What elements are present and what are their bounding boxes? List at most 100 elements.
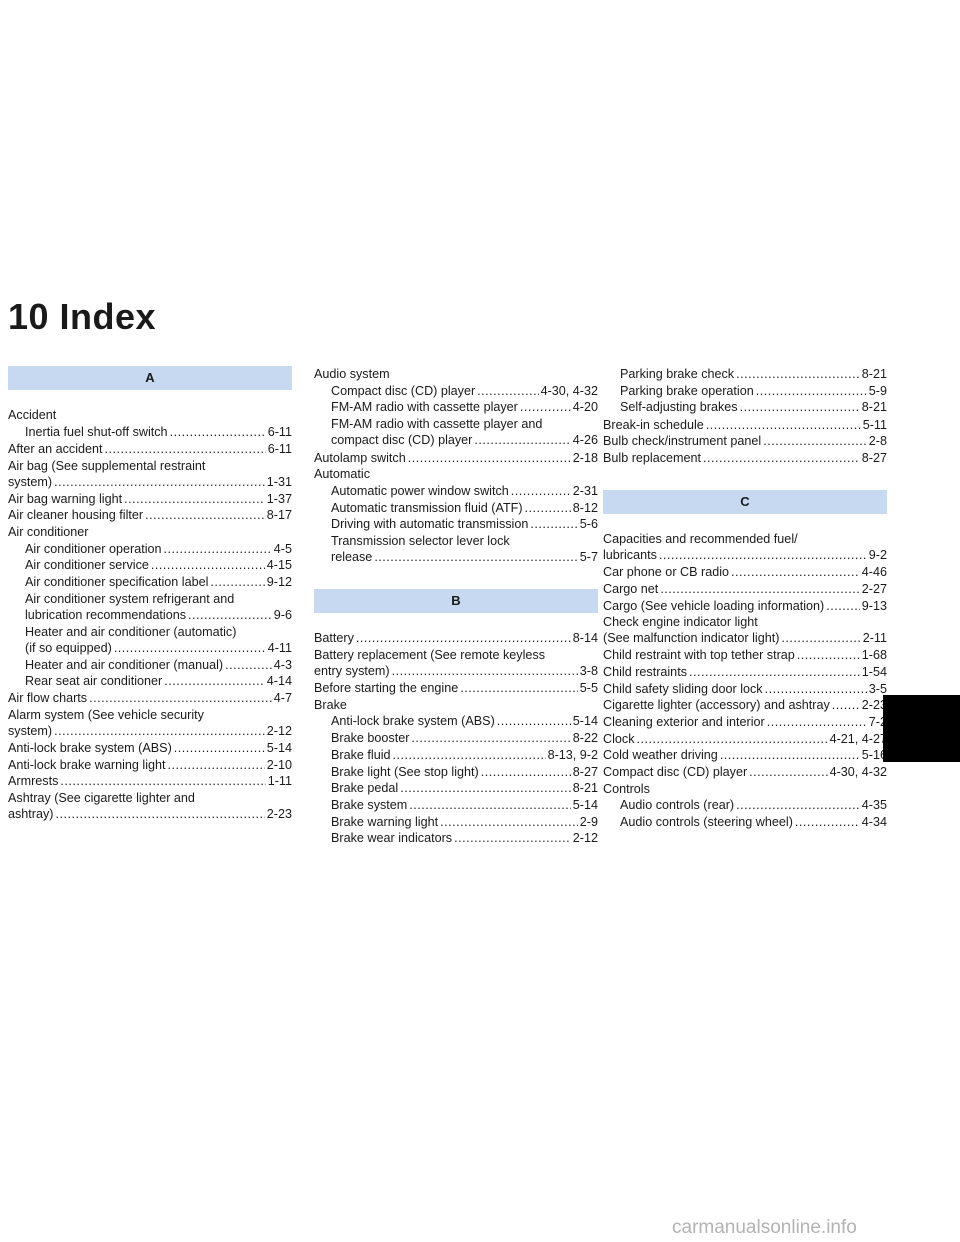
dot-leader [114,640,266,656]
dot-leader [703,450,860,466]
entry-line: Brake fluid 8-13, 9-2 [331,747,598,763]
entry-text: FM-AM radio with cassette player [331,400,518,415]
entry-text: Brake fluid [331,747,391,762]
page-reference: 4-7 [273,691,292,706]
page-reference: 8-21 [861,400,887,415]
entry-line: Anti-lock brake system (ABS)5-14 [331,713,598,729]
entry-line: Parking brake check8-21 [620,366,887,382]
dot-leader [164,673,265,689]
index-entry: Cargo (See vehicle loading information)9… [603,598,887,614]
entry-line: Child restraint with top tether strap1-6… [603,647,887,663]
page-reference: 2-12 [266,724,292,739]
dot-leader [124,491,265,507]
index-entry: Cold weather driving5-16 [603,747,887,763]
index-entry: Bulb replacement8-27 [603,450,887,466]
index-subentry: Automatic power window switch2-31 [314,483,598,499]
entry-line: (if so equipped) 4-11 [25,640,292,656]
dot-leader [706,417,861,433]
index-entry: Air cleaner housing filter 8-17 [8,507,292,523]
page-reference: 4-15 [266,558,292,573]
entry-line: After an accident6-11 [8,441,292,457]
dot-leader [89,690,272,706]
dot-leader [356,630,571,646]
entry-text: Brake warning light [331,814,439,829]
page-reference: 5-5 [579,681,598,696]
index-entry: Break-in schedule5-11 [603,417,887,433]
entry-line: Cargo net2-27 [603,581,887,597]
page-reference: 8-13, 9-2 [547,747,598,762]
dot-leader [440,814,578,830]
dot-leader [832,697,860,713]
entry-text: Battery [314,631,354,646]
entry-line: Air conditioner operation4-5 [25,541,292,557]
index-entry: Child restraints1-54 [603,664,887,680]
entry-text: Anti-lock brake system (ABS) [8,741,172,756]
page-reference: 1-31 [266,474,292,489]
index-subentry: Transmission selector lever lockrelease5… [314,533,598,565]
page-reference: 4-46 [861,565,887,580]
index-subentry: Self-adjusting brakes8-21 [603,399,887,415]
entry-text: Cigarette lighter (accessory) and ashtra… [603,698,830,713]
entry-text: Parking brake check [620,367,735,381]
dot-leader [525,500,571,516]
page-reference: 4-11 [267,640,292,655]
dot-leader [145,507,265,523]
dot-leader [795,814,860,830]
entry-text: Air cleaner housing filter [8,508,144,523]
entry-line: Cleaning exterior and interior7-2 [603,714,887,730]
entry-line: Air conditioner specification label9-12 [25,574,292,590]
entry-line: system)1-31 [8,474,292,490]
index-entry: After an accident6-11 [8,441,292,457]
index-subentry: Inertia fuel shut-off switch6-11 [8,424,292,440]
index-subentry: Brake fluid 8-13, 9-2 [314,747,598,763]
page-reference: 2-8 [868,434,887,449]
entry-line: Brake warning light2-9 [331,814,598,830]
index-subentry: Automatic transmission fluid (ATF) 8-12 [314,500,598,516]
section-letter-header: A [8,366,292,390]
dot-leader [477,383,538,399]
entry-line: Before starting the engine5-5 [314,680,598,696]
dot-leader [188,607,272,623]
index-entry: Cigarette lighter (accessory) and ashtra… [603,697,887,713]
entry-text: Parking brake operation [620,383,754,398]
entry-text: Driving with automatic transmission [331,517,529,532]
index-entry: Child restraint with top tether strap1-6… [603,647,887,663]
page-reference: 2-18 [572,450,598,465]
entry-line: Autolamp switch2-18 [314,450,598,466]
dot-leader [749,764,827,780]
index-subentry: Driving with automatic transmission5-6 [314,516,598,532]
page-reference: 4-20 [572,400,598,415]
entry-line: release5-7 [331,549,598,565]
page-reference: 4-14 [266,674,292,689]
entry-line: Brake system5-14 [331,797,598,813]
entry-text: Automatic transmission fluid (ATF) [331,500,523,515]
entry-text: (if so equipped) [25,640,112,655]
entry-text: After an accident [8,441,103,456]
entry-text: (See malfunction indicator light) [603,631,780,646]
page-reference: 8-12 [572,500,598,515]
page-reference: 8-27 [572,764,598,779]
index-entry: Air bag warning light1-37 [8,491,292,507]
entry-text: Bulb check/instrument panel [603,434,762,449]
dot-leader [56,806,265,822]
index-entry: Bulb check/instrument panel 2-8 [603,433,887,449]
entry-line: Air flow charts4-7 [8,690,292,706]
entry-line: Cargo (See vehicle loading information)9… [603,598,887,614]
index-subentry: Air conditioner specification label9-12 [8,574,292,590]
entry-text-line: Ashtray (See cigarette lighter and [8,791,195,806]
index-subentry: Brake wear indicators2-12 [314,830,598,846]
entry-line: compact disc (CD) player4-26 [331,432,598,448]
entry-text: Anti-lock brake warning light [8,757,166,772]
entry-line: Audio controls (steering wheel)4-34 [620,814,887,830]
dot-leader [767,714,867,730]
entry-line: Clock4-21, 4-27 [603,731,887,747]
entry-text: Cleaning exterior and interior [603,714,765,729]
page-reference: 9-6 [273,607,292,622]
page-reference: 8-17 [266,508,292,523]
page-reference: 4-30, 4-32 [540,383,598,398]
index-entry: Autolamp switch2-18 [314,450,598,466]
entry-text: compact disc (CD) player [331,433,473,448]
